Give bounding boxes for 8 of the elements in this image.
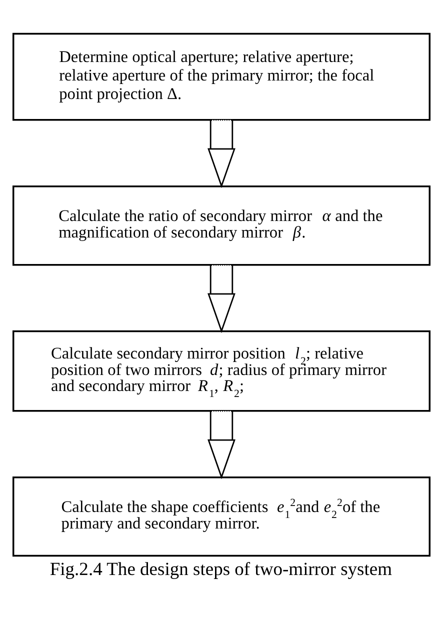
node-box: Calculate the ratio of secondary mirror α and the magnification of secondary mirror β. — [12, 185, 430, 266]
arrow — [207, 410, 235, 480]
node-box: Determine optical aperture; relative aperture; relative aperture of the primary mirror; the focal point projection Δ. — [12, 32, 430, 121]
node-box: Calculate the shape coefficients e$_{1}$$^{2}$and e$_{2}$$^{2}$of the primary and secondary mirror. — [12, 476, 430, 557]
arrow — [207, 120, 235, 188]
node-box: Calculate secondary mirror position l$_{2}$; relative position of two mirrors d; radius of primary mirror and secondary mirror R$_{1}$, R$_{2}$; — [12, 330, 430, 412]
caption: Fig.2.4 The design steps of two-mirror system — [49, 558, 392, 580]
arrow — [207, 265, 235, 334]
